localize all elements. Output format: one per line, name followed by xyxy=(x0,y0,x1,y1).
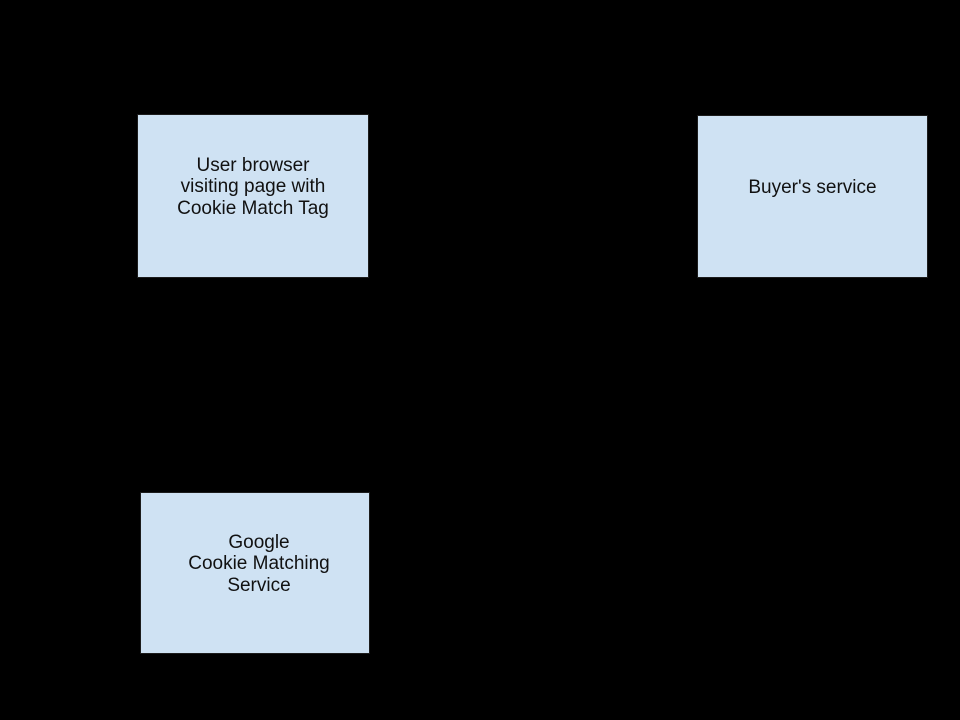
node-google-cookie-matching-service-label: Google Cookie Matching Service xyxy=(188,531,330,596)
node-buyers-service: Buyer's service xyxy=(697,115,928,278)
node-user-browser-label: User browser visiting page with Cookie M… xyxy=(177,154,329,219)
node-user-browser: User browser visiting page with Cookie M… xyxy=(137,114,369,278)
node-google-cookie-matching-service: Google Cookie Matching Service xyxy=(140,492,370,654)
node-buyers-service-label: Buyer's service xyxy=(748,176,877,198)
